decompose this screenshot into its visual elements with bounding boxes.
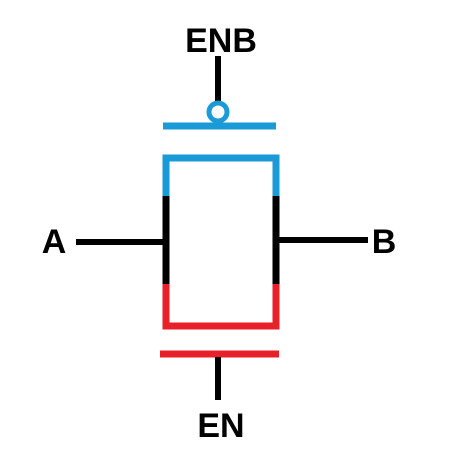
label-en: EN xyxy=(197,407,244,445)
label-b: B xyxy=(372,223,397,261)
pmos-inversion-bubble xyxy=(206,100,230,124)
pmos-channel xyxy=(162,154,280,198)
label-a: A xyxy=(42,223,67,261)
nmos-channel xyxy=(162,282,280,330)
label-enb: ENB xyxy=(185,22,257,60)
